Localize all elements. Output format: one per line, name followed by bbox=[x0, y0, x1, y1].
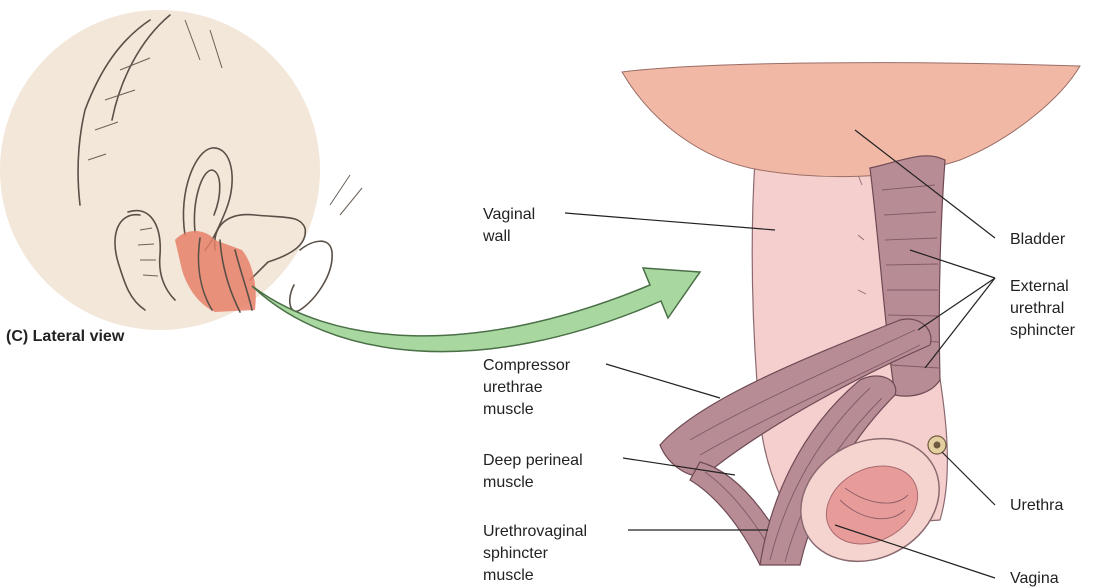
urethra-lumen bbox=[934, 442, 941, 449]
inset-caption: (C) Lateral view bbox=[6, 328, 125, 345]
label-bladder: Bladder bbox=[1010, 231, 1066, 248]
bladder-shape bbox=[622, 63, 1080, 177]
lateral-view-inset bbox=[0, 10, 362, 330]
label-external-urethral-sphincter: External urethral sphincter bbox=[1010, 278, 1076, 339]
label-vaginal-wall: Vaginal wall bbox=[482, 206, 540, 245]
label-vagina: Vagina bbox=[1010, 570, 1059, 587]
label-deep-perineal: Deep perineal muscle bbox=[483, 452, 587, 491]
label-urethra: Urethra bbox=[1010, 497, 1063, 514]
zoom-arrow bbox=[252, 268, 700, 352]
inset-circle bbox=[0, 10, 320, 330]
label-compressor-urethrae: Compressor urethrae muscle bbox=[483, 357, 575, 418]
label-urethrovaginal-sphincter: Urethrovaginal sphincter muscle bbox=[483, 523, 592, 584]
